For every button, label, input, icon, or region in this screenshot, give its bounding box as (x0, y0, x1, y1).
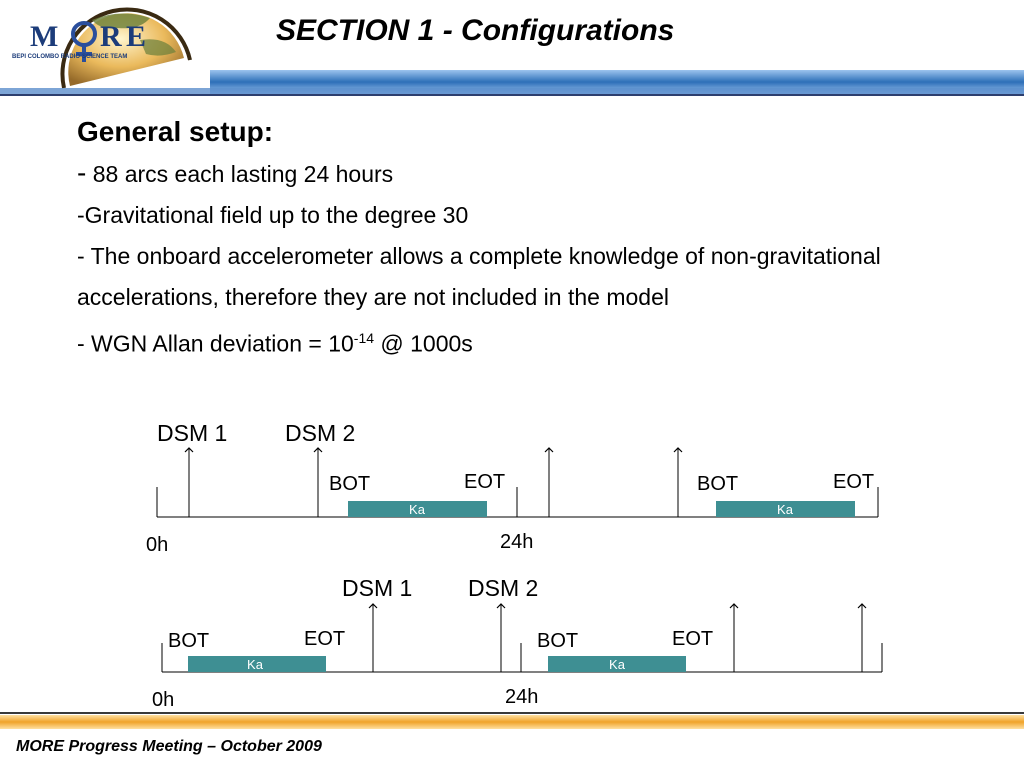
logo-letter-m: M (30, 20, 58, 53)
logo-letter-e: E (126, 20, 146, 53)
footer-text: MORE Progress Meeting – October 2009 (16, 738, 322, 755)
mid-time-label-1: 24h (500, 531, 533, 553)
general-setup-section: General setup: - 88 arcs each lasting 24… (77, 112, 957, 365)
header-band (0, 70, 1024, 96)
start-time-label-2: 0h (152, 689, 174, 711)
timeline-diagram-1: Ka Ka DSM 1 DSM 2 BOT EOT BOT EOT 0h 24h (146, 420, 879, 556)
ka-label-1b: Ka (777, 502, 794, 517)
arcs-line-text: 88 arcs each lasting 24 hours (86, 161, 394, 187)
mid-time-label-2: 24h (505, 686, 538, 708)
bot-label-2a: BOT (168, 630, 209, 652)
ka-label-2b: Ka (609, 657, 626, 672)
start-time-label-1: 0h (146, 534, 168, 556)
ka-tracking-bar-2a (188, 656, 326, 672)
bot-label-2b: BOT (537, 630, 578, 652)
bot-label-1a: BOT (329, 473, 370, 495)
arcs-line-dash: - (77, 157, 87, 188)
general-setup-heading: General setup: (77, 116, 274, 147)
arcs-line: - 88 arcs each lasting 24 hours (77, 152, 957, 195)
ka-label-1a: Ka (409, 502, 426, 517)
bot-label-1b: BOT (697, 473, 738, 495)
eot-label-2a: EOT (304, 628, 345, 650)
gravity-field-line: -Gravitational field up to the degree 30 (77, 202, 469, 228)
logo-tagline: BEPI COLOMBO RADIO-SCIENCE TEAM (12, 54, 127, 60)
ka-label-2a: Ka (247, 657, 264, 672)
allan-deviation-prefix: - WGN Allan deviation = 10 (77, 330, 354, 357)
ka-tracking-bar-1b (716, 501, 855, 517)
accelerometer-line: - The onboard accelerometer allows a com… (77, 243, 881, 310)
logo-letter-r: R (100, 20, 122, 53)
eot-label-2b: EOT (672, 628, 713, 650)
ka-tracking-bar-2b (548, 656, 686, 672)
slide-title: SECTION 1 - Configurations (276, 14, 675, 47)
dsm1-label-1: DSM 1 (157, 420, 227, 446)
more-logo: M R E BEPI COLOMBO RADIO-SCIENCE TEAM (12, 7, 192, 89)
dsm2-label-2: DSM 2 (468, 575, 538, 601)
allan-deviation-exponent: -14 (353, 330, 375, 346)
allan-deviation-line: - WGN Allan deviation = 10-14 @ 1000s (77, 318, 957, 365)
footer-band (0, 712, 1024, 729)
dsm1-label-2: DSM 1 (342, 575, 412, 601)
eot-label-1b: EOT (833, 471, 874, 493)
dsm2-label-1: DSM 2 (285, 420, 355, 446)
ka-tracking-bar-1a (348, 501, 487, 517)
eot-label-1a: EOT (464, 471, 505, 493)
allan-deviation-suffix: @ 1000s (374, 330, 473, 357)
timeline-diagram-2: Ka Ka DSM 1 DSM 2 BOT EOT BOT EOT 0h 24h (152, 575, 883, 711)
